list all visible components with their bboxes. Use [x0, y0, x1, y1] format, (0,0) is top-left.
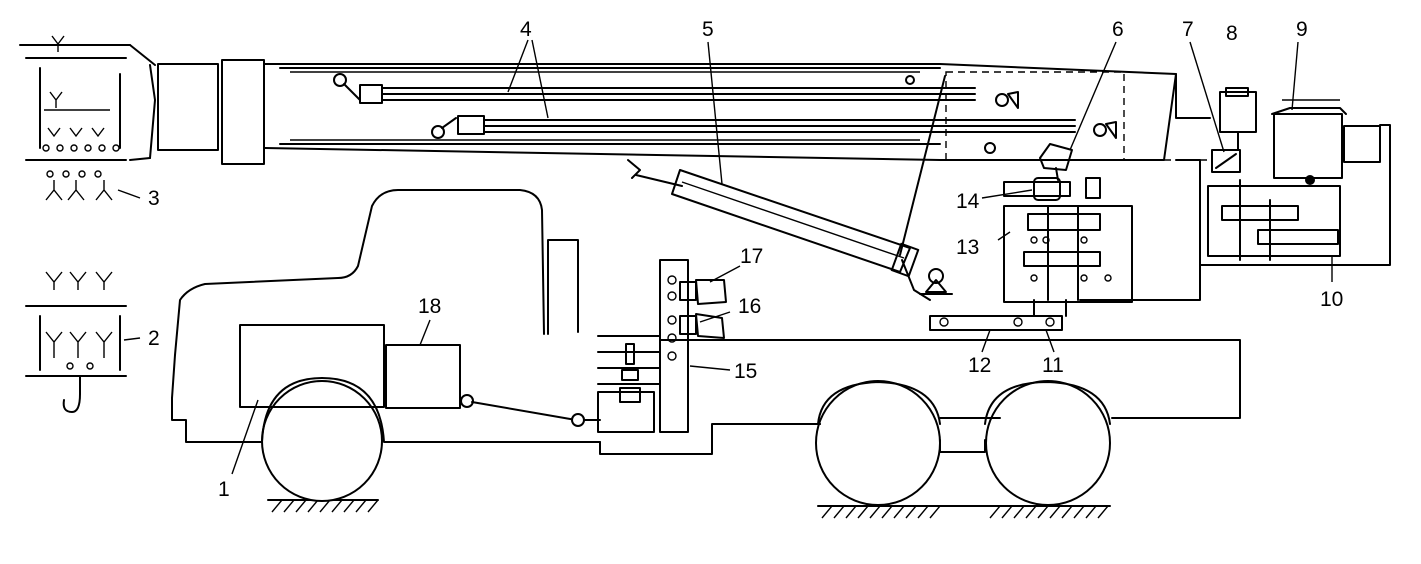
chassis-frame	[599, 423, 821, 455]
boom-head-schematic-3	[25, 35, 127, 201]
label-10: 10	[1320, 288, 1343, 311]
telescopic-boom	[19, 44, 1177, 165]
rear-fender	[817, 381, 1111, 425]
label-1: 1	[218, 478, 230, 501]
label-5: 5	[702, 18, 714, 41]
label-16: 16	[738, 295, 761, 318]
front-wheel	[261, 380, 383, 502]
winch-valve-7	[1140, 149, 1241, 173]
transfer-gearbox	[597, 259, 689, 433]
truck-cab-outline	[171, 189, 545, 399]
label-15: 15	[734, 360, 757, 383]
boom-pulleys	[905, 75, 1117, 154]
winch-gearbox-9	[1271, 99, 1381, 179]
front-bumper	[171, 397, 263, 443]
rear-wheel-2	[985, 380, 1111, 506]
label-11: 11	[1042, 354, 1064, 377]
label-3: 3	[148, 187, 160, 210]
label-9: 9	[1296, 18, 1308, 41]
rear-wheel-1	[815, 380, 941, 506]
label-4: 4	[520, 18, 532, 41]
engine-block	[239, 324, 385, 408]
hydraulic-pump-16	[679, 313, 725, 339]
label-12: 12	[968, 354, 991, 377]
label-14: 14	[956, 190, 980, 213]
hydraulic-pump-17	[679, 279, 727, 305]
winch-brake-8	[1219, 87, 1257, 151]
telescope-cylinder-lower	[431, 115, 1076, 139]
slewing-gearbox	[1003, 205, 1133, 303]
cardan-joint-2	[571, 413, 585, 427]
boom-lift-cylinder	[627, 75, 953, 301]
slewing-ring-12	[929, 299, 1067, 331]
exhaust-pipe	[547, 239, 579, 335]
hoist-motor-6	[1039, 143, 1073, 181]
slewing-motor-14	[1003, 177, 1101, 201]
label-7: 7	[1182, 18, 1194, 41]
drive-shaft	[471, 401, 577, 421]
label-2: 2	[148, 327, 160, 350]
label-13: 13	[956, 236, 979, 259]
leader-lines	[117, 39, 1333, 475]
rear-axle-housing	[939, 439, 986, 453]
cardan-joint-1	[460, 394, 474, 408]
winch-drum-10	[1207, 175, 1341, 261]
telescope-cylinder-upper	[333, 73, 976, 104]
label-18: 18	[418, 295, 441, 318]
label-6: 6	[1112, 18, 1124, 41]
hook-block-2	[25, 271, 127, 413]
ground-right	[817, 505, 1111, 519]
power-take-off-box	[385, 344, 461, 409]
label-17: 17	[740, 245, 763, 268]
label-8: 8	[1226, 22, 1238, 45]
